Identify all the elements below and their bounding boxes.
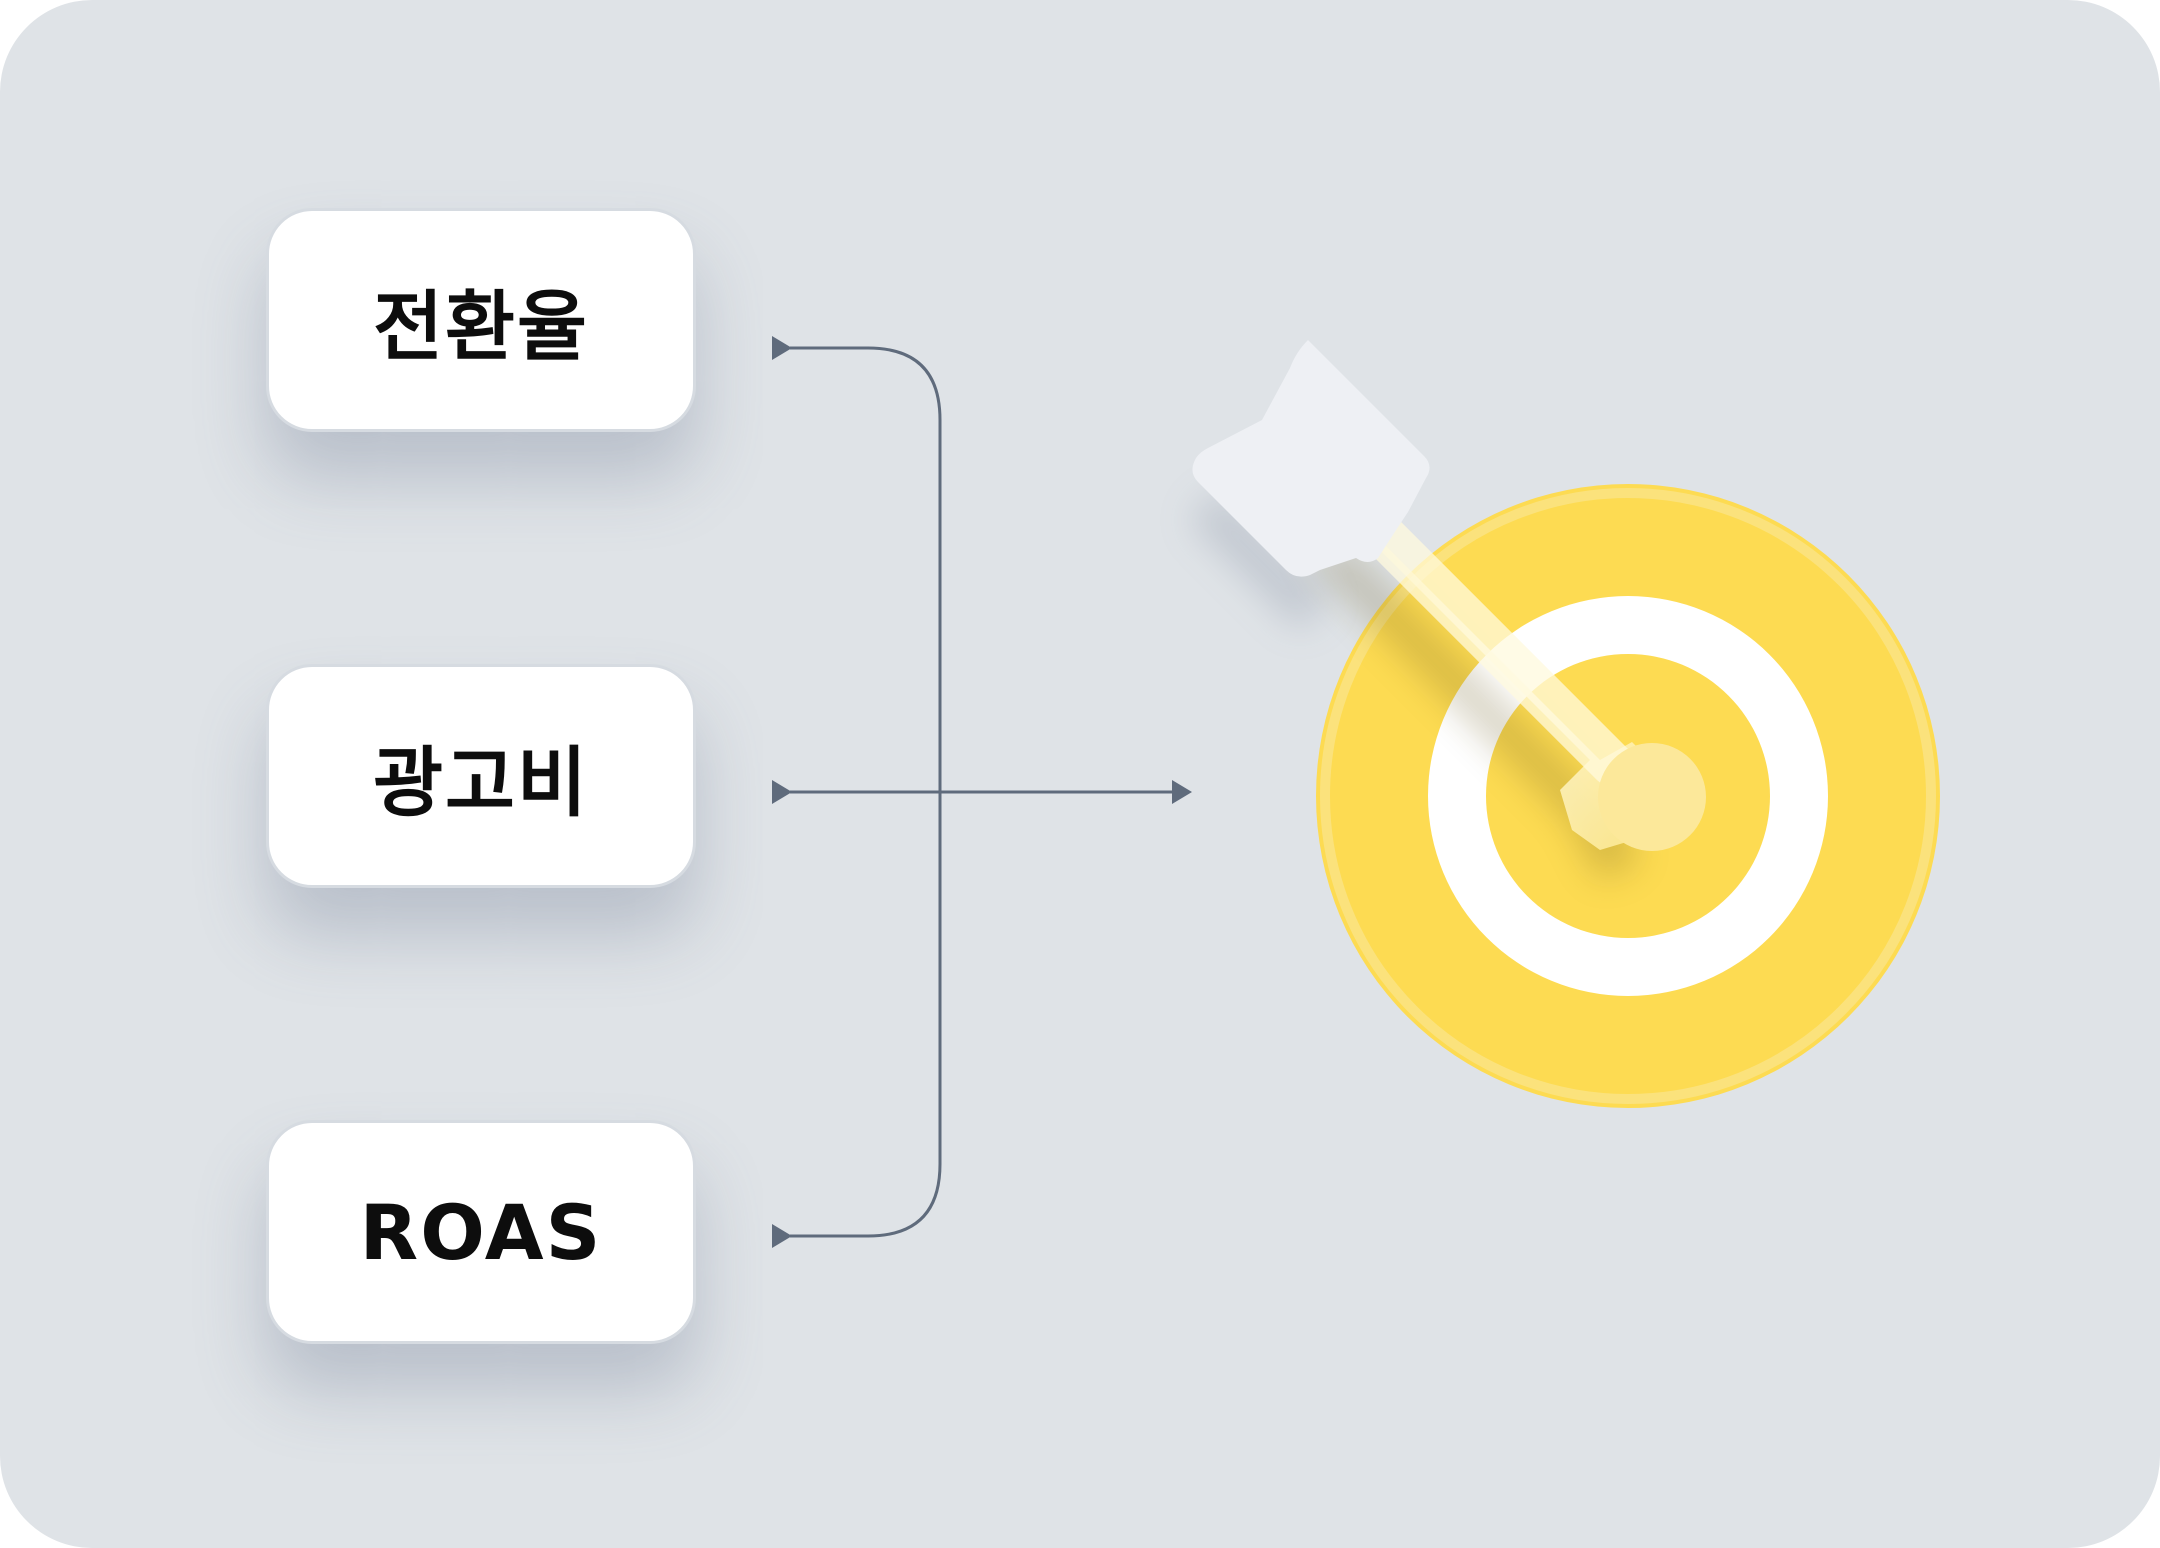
metric-label: 광고비: [373, 738, 589, 827]
arrow-right-icon: [772, 1224, 792, 1248]
metric-card-ad-spend: 광고비: [266, 664, 696, 888]
dart-shadow: [1300, 550, 1640, 880]
arrowheads: [772, 336, 1192, 1248]
connector-lines: [790, 346, 1176, 1238]
metric-card-roas: ROAS: [266, 1120, 696, 1344]
dart-icon: [1192, 340, 1706, 851]
arrow-right-icon: [772, 780, 792, 804]
arrow-right-icon: [1172, 780, 1192, 804]
metric-label: 전환율: [373, 282, 589, 371]
arrow-right-icon: [772, 336, 792, 360]
dart-fletching: [1192, 340, 1430, 577]
metric-card-conversion-rate: 전환율: [266, 208, 696, 432]
metric-label: ROAS: [359, 1187, 603, 1277]
